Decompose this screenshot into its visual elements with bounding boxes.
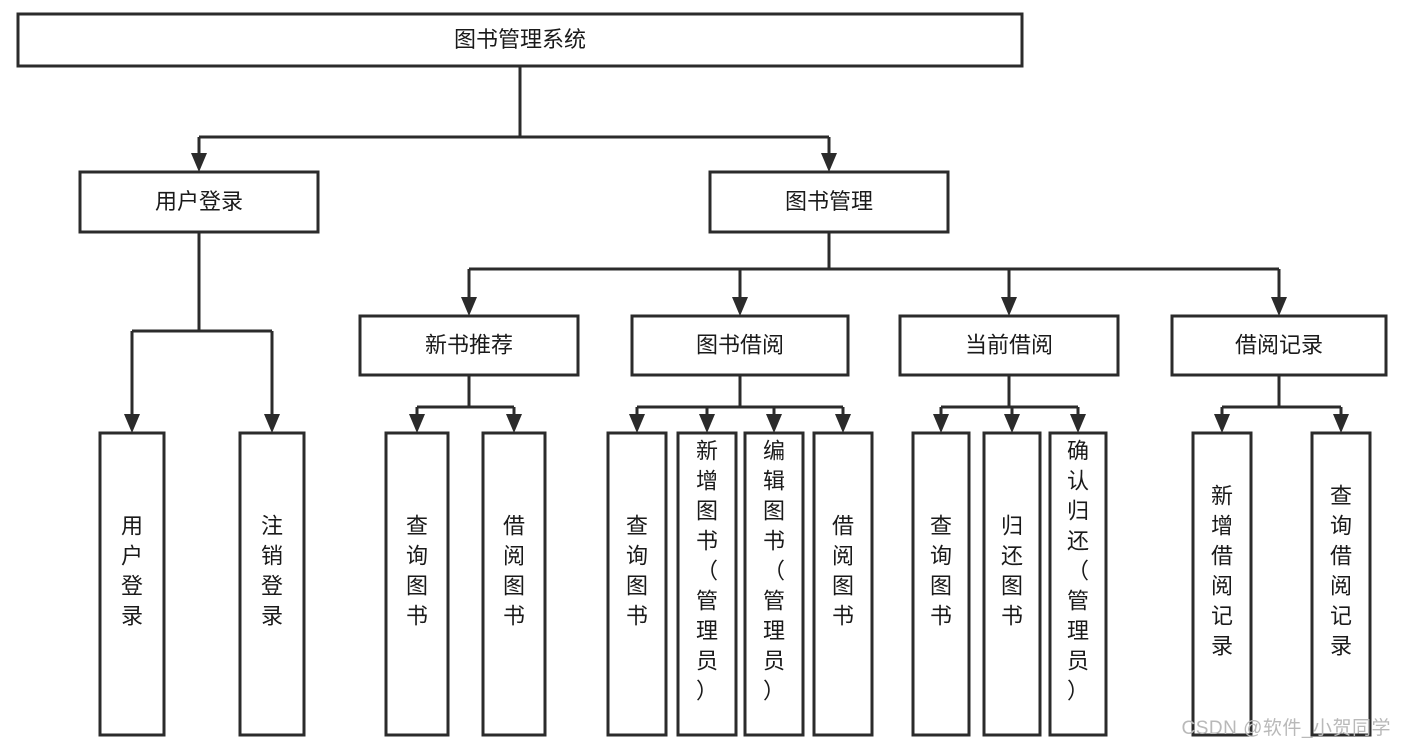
arrow-head-icon: [699, 414, 715, 433]
connectors-current-borrow-to-leaves: [933, 375, 1086, 433]
node-box-leaf-query-book-borrow: [606, 431, 668, 737]
node-label-leaf-logout: 注销登录: [261, 514, 283, 629]
node-book-borrow[interactable]: 图书借阅: [630, 314, 850, 377]
node-label-user-login: 用户登录: [155, 189, 243, 214]
node-box-leaf-user-login: [98, 431, 166, 737]
node-label-leaf-confirm-return: 确认归还（管理员）: [1067, 439, 1089, 704]
node-label-leaf-borrow-book-recommend: 借阅图书: [503, 514, 525, 629]
node-label-leaf-query-book-current: 查询图书: [930, 514, 952, 629]
node-box-user-login: [78, 170, 320, 234]
node-label-current-borrow: 当前借阅: [965, 332, 1053, 357]
node-box-book-borrow: [630, 314, 850, 377]
node-label-new-book-recommend: 新书推荐: [425, 332, 513, 357]
node-box-leaf-add-book: [676, 431, 738, 737]
node-box-borrow-records: [1170, 314, 1388, 377]
node-box-root: [16, 12, 1024, 68]
csdn-watermark: CSDN @软件_小贺同学: [1181, 718, 1391, 739]
arrow-head-icon: [1333, 414, 1349, 433]
node-label-book-borrow: 图书借阅: [696, 332, 784, 357]
arrow-head-icon: [933, 414, 949, 433]
node-box-leaf-add-borrow-record: [1191, 431, 1253, 737]
connectors-new-book-recommend-to-leaves: [409, 375, 522, 433]
arrow-head-icon: [1070, 414, 1086, 433]
connectors-userlogin-to-leaves: [124, 232, 280, 433]
node-root[interactable]: 图书管理系统: [16, 12, 1024, 68]
node-label-leaf-edit-book: 编辑图书（管理员）: [763, 439, 785, 704]
node-label-borrow-records: 借阅记录: [1235, 332, 1323, 357]
node-book-management[interactable]: 图书管理: [708, 170, 950, 234]
node-label-leaf-query-borrow-record: 查询借阅记录: [1330, 484, 1352, 659]
node-box-leaf-query-book-current: [911, 431, 971, 737]
node-leaf-add-book[interactable]: 新增图书（管理员）: [676, 431, 738, 737]
node-leaf-query-book-recommend[interactable]: 查询图书: [384, 431, 450, 737]
connector-layer: [124, 66, 1349, 433]
arrow-head-icon: [1271, 297, 1287, 316]
node-box-book-management: [708, 170, 950, 234]
node-label-leaf-query-book-recommend: 查询图书: [406, 514, 428, 629]
node-label-leaf-query-book-borrow: 查询图书: [626, 514, 648, 629]
node-label-leaf-add-book: 新增图书（管理员）: [696, 439, 718, 704]
node-leaf-query-borrow-record[interactable]: 查询借阅记录: [1310, 431, 1372, 737]
arrow-head-icon: [629, 414, 645, 433]
arrow-head-icon: [461, 297, 477, 316]
node-box-leaf-return-book: [982, 431, 1042, 737]
node-leaf-add-borrow-record[interactable]: 新增借阅记录: [1191, 431, 1253, 737]
node-leaf-confirm-return[interactable]: 确认归还（管理员）: [1048, 431, 1108, 737]
node-box-leaf-borrow-book: [812, 431, 874, 737]
connectors-management-to-level2: [461, 232, 1287, 316]
node-label-leaf-borrow-book: 借阅图书: [832, 514, 854, 629]
arrow-head-icon: [506, 414, 522, 433]
arrow-head-icon: [264, 414, 280, 433]
arrow-head-icon: [124, 414, 140, 433]
arrow-head-icon: [409, 414, 425, 433]
arrow-head-icon: [821, 153, 837, 172]
node-current-borrow[interactable]: 当前借阅: [898, 314, 1120, 377]
arrow-head-icon: [1214, 414, 1230, 433]
node-label-leaf-return-book: 归还图书: [1001, 514, 1023, 629]
node-box-leaf-logout: [238, 431, 306, 737]
node-label-root: 图书管理系统: [454, 27, 586, 52]
node-box-current-borrow: [898, 314, 1120, 377]
node-leaf-user-login[interactable]: 用户登录: [98, 431, 166, 737]
arrow-head-icon: [732, 297, 748, 316]
node-leaf-borrow-book[interactable]: 借阅图书: [812, 431, 874, 737]
node-box-leaf-confirm-return: [1048, 431, 1108, 737]
node-box-leaf-query-book-recommend: [384, 431, 450, 737]
arrow-head-icon: [1004, 414, 1020, 433]
node-leaf-edit-book[interactable]: 编辑图书（管理员）: [743, 431, 805, 737]
node-box-leaf-query-borrow-record: [1310, 431, 1372, 737]
connectors-root-to-level1: [191, 66, 837, 172]
node-label-book-management: 图书管理: [785, 189, 873, 214]
node-user-login[interactable]: 用户登录: [78, 170, 320, 234]
node-leaf-query-book-borrow[interactable]: 查询图书: [606, 431, 668, 737]
arrow-head-icon: [191, 153, 207, 172]
node-leaf-return-book[interactable]: 归还图书: [982, 431, 1042, 737]
arrow-head-icon: [1001, 297, 1017, 316]
arrow-head-icon: [835, 414, 851, 433]
node-layer: 图书管理系统用户登录图书管理新书推荐图书借阅当前借阅借阅记录用户登录注销登录查询…: [16, 12, 1388, 737]
node-label-leaf-user-login: 用户登录: [121, 514, 143, 629]
node-box-new-book-recommend: [358, 314, 580, 377]
node-box-leaf-borrow-book-recommend: [481, 431, 547, 737]
connectors-borrow-records-to-leaves: [1214, 375, 1349, 433]
node-leaf-logout[interactable]: 注销登录: [238, 431, 306, 737]
node-borrow-records[interactable]: 借阅记录: [1170, 314, 1388, 377]
node-box-leaf-edit-book: [743, 431, 805, 737]
connectors-book-borrow-to-leaves: [629, 375, 851, 433]
node-label-leaf-add-borrow-record: 新增借阅记录: [1211, 484, 1233, 659]
node-leaf-query-book-current[interactable]: 查询图书: [911, 431, 971, 737]
node-leaf-borrow-book-recommend[interactable]: 借阅图书: [481, 431, 547, 737]
arrow-head-icon: [766, 414, 782, 433]
node-new-book-recommend[interactable]: 新书推荐: [358, 314, 580, 377]
